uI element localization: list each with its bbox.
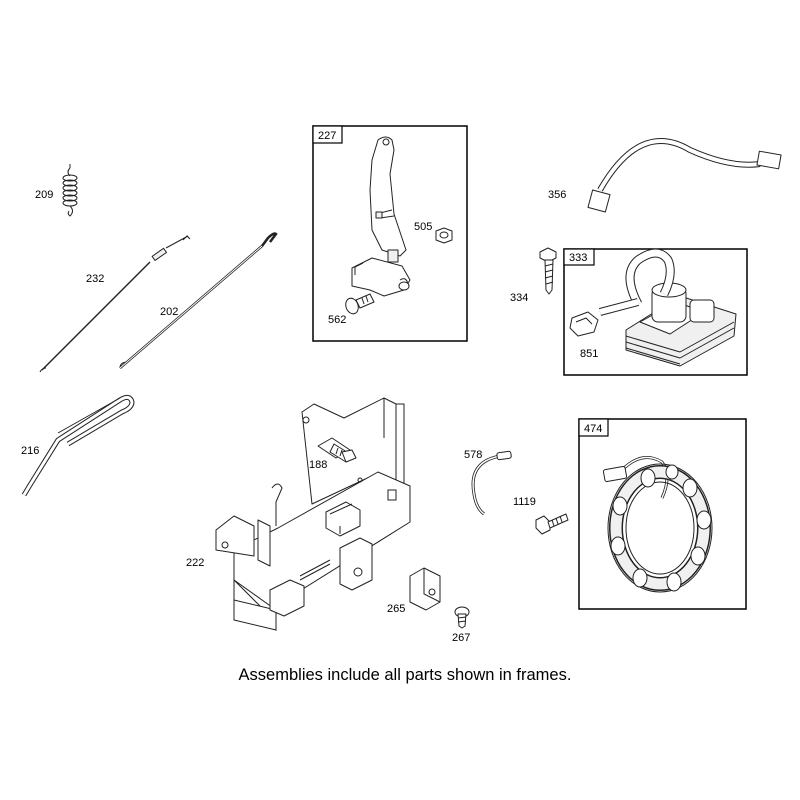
label-505: 505	[414, 221, 432, 233]
spring-209	[62, 164, 78, 217]
assembly-frame-474	[578, 418, 747, 610]
screw-188	[317, 437, 357, 463]
label-216: 216	[21, 445, 39, 457]
label-1119: 1119	[513, 496, 536, 508]
label-267: 267	[452, 632, 470, 644]
label-333: 333	[569, 252, 587, 264]
label-232: 232	[86, 273, 104, 285]
label-851: 851	[580, 348, 598, 360]
control-bracket-222	[215, 397, 411, 631]
assembly-frame-227	[312, 125, 468, 342]
label-265: 265	[387, 603, 405, 615]
label-188: 188	[309, 459, 327, 471]
screw-1119	[535, 513, 569, 535]
label-334: 334	[510, 292, 528, 304]
caption: Assemblies include all parts shown in fr…	[239, 666, 572, 684]
link-rod-202	[119, 232, 278, 369]
wire-578	[471, 450, 512, 516]
label-474: 474	[584, 423, 602, 435]
assembly-frame-333	[563, 248, 748, 376]
label-202: 202	[160, 306, 178, 318]
label-356: 356	[548, 189, 566, 201]
clip-265	[409, 567, 441, 611]
screw-267	[454, 606, 470, 629]
cable-232	[39, 235, 191, 373]
label-222: 222	[186, 557, 204, 569]
label-209: 209	[35, 189, 53, 201]
wire-356	[587, 138, 782, 213]
label-562: 562	[328, 314, 346, 326]
link-rod-216	[21, 394, 135, 497]
screw-334	[539, 247, 557, 295]
label-578: 578	[464, 449, 482, 461]
label-227: 227	[318, 130, 336, 142]
